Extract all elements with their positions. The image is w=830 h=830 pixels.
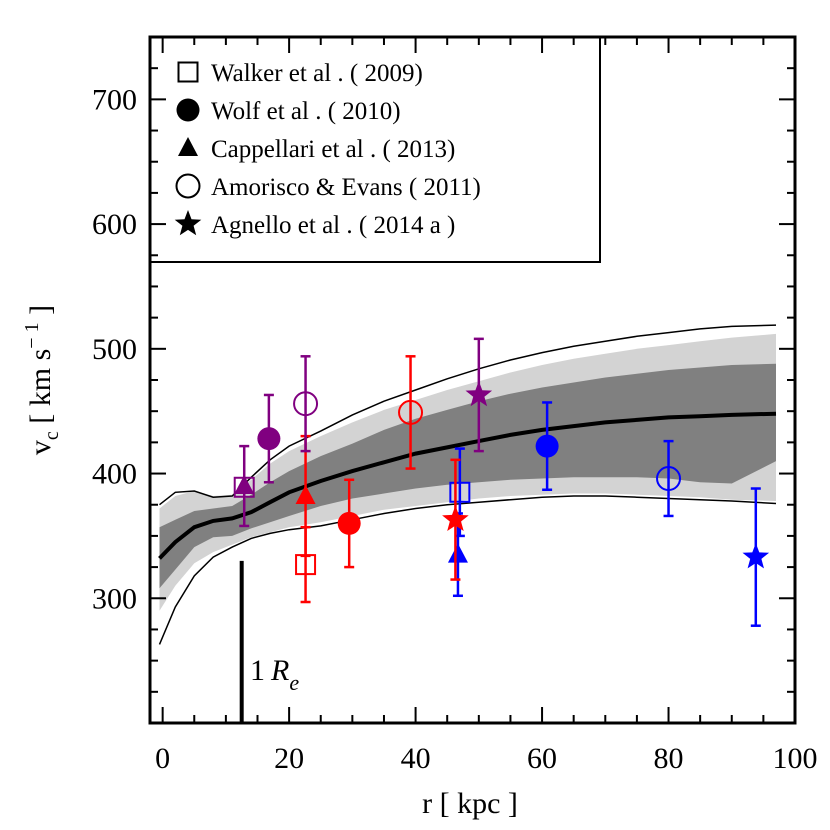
legend-marker-4 xyxy=(174,210,202,236)
legend-marker-1 xyxy=(176,98,200,122)
y-tick-labels: 300 400 500 600 700 xyxy=(92,83,137,615)
legend-label-0: Walker et al . ( 2009) xyxy=(211,60,423,87)
legend-label-3: Amorisco & Evans ( 2011) xyxy=(211,174,481,201)
y-tick-label-600: 600 xyxy=(92,208,137,241)
y-axis-title: vc [ km s− 1 ] xyxy=(21,305,63,455)
axis-ticks xyxy=(150,37,796,723)
y-axis-units: [ km s xyxy=(24,349,57,432)
envelope-lower-line xyxy=(158,495,777,645)
data-point-s1-p1 xyxy=(337,511,361,535)
legend-marker-0 xyxy=(177,61,199,83)
envelope-upper-line xyxy=(159,324,777,506)
data-point-s4-p2 xyxy=(742,543,770,569)
x-tick-label-0: 0 xyxy=(155,742,170,775)
legend-marker-2 xyxy=(178,137,198,156)
x-tick-label-60: 60 xyxy=(527,742,557,775)
x-tick-label-20: 20 xyxy=(274,742,304,775)
y-tick-label-500: 500 xyxy=(92,333,137,366)
y-axis-exponent: − 1 xyxy=(21,322,43,348)
annot-symbol: R xyxy=(270,654,289,687)
data-point-s1-p0 xyxy=(257,427,281,451)
y-tick-label-300: 300 xyxy=(92,582,137,615)
legend-frame xyxy=(150,37,601,263)
median-line xyxy=(158,411,777,560)
y-axis-close: ] xyxy=(24,305,57,323)
legend-label-1: Wolf et al . ( 2010) xyxy=(211,98,401,125)
y-tick-label-700: 700 xyxy=(92,83,137,116)
data-point-s2-p0 xyxy=(234,475,255,495)
data-points xyxy=(233,337,770,627)
data-point-s0-p2 xyxy=(449,481,471,503)
legend-label-4: Agnello et al . ( 2014 a ) xyxy=(211,212,455,239)
y-tick-label-400: 400 xyxy=(92,458,137,491)
data-point-s2-p2 xyxy=(447,543,468,563)
x-tick-label-40: 40 xyxy=(401,742,431,775)
legend-marker-3 xyxy=(175,173,201,199)
data-point-s4-p0 xyxy=(465,381,493,407)
y-axis-symbol: v xyxy=(24,440,57,455)
annot-subscript: e xyxy=(289,670,299,695)
data-point-s2-p1 xyxy=(295,484,316,504)
data-point-s3-p0 xyxy=(293,391,319,417)
legend: Walker et al . ( 2009) Wolf et al . ( 201… xyxy=(150,37,601,263)
data-point-s4-p1 xyxy=(442,505,469,531)
data-point-s3-p1 xyxy=(398,399,424,425)
x-tick-label-80: 80 xyxy=(654,742,684,775)
x-tick-label-100: 100 xyxy=(773,742,818,775)
annot-number: 1 xyxy=(250,654,265,687)
model-bands xyxy=(158,324,777,645)
data-point-s1-p2 xyxy=(535,434,559,458)
x-axis-title: r [ kpc ] xyxy=(422,787,518,820)
y-axis-subscript: c xyxy=(41,431,63,440)
x-tick-labels: 0 20 40 60 80 100 xyxy=(155,742,817,775)
data-point-s3-p2 xyxy=(656,466,682,492)
legend-label-2: Cappellari et al . ( 2013) xyxy=(211,136,455,163)
